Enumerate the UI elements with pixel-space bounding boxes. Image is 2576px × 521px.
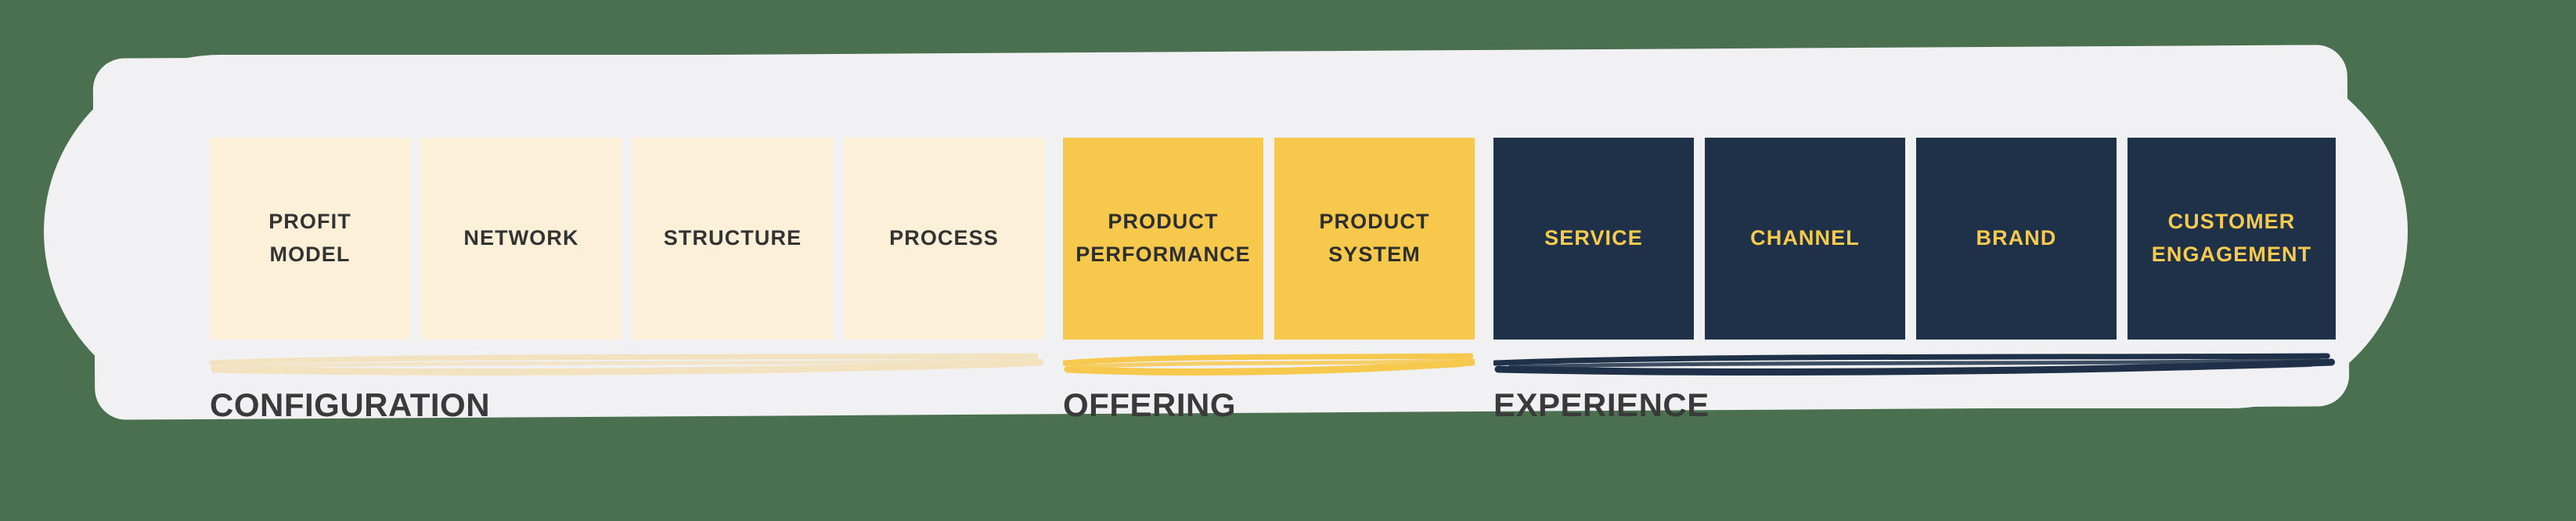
group-underline-stroke [1493,350,2336,382]
innovation-tile-label: PRODUCT PERFORMANCE [1075,210,1251,266]
innovation-tile[interactable]: PROFIT MODEL [210,138,410,340]
group-label: CONFIGURATION [210,386,491,423]
group-label: EXPERIENCE [1493,386,1710,423]
innovation-tile[interactable]: PRODUCT PERFORMANCE [1063,138,1263,340]
innovation-tile-label: PROFIT MODEL [268,210,351,266]
group-underline-stroke [1063,350,1475,382]
group-label: OFFERING [1063,386,1236,423]
innovation-tile-label: BRAND [1976,226,2057,250]
group-underline-stroke [210,350,1044,382]
innovation-tile[interactable]: SERVICE [1493,138,1694,340]
innovation-tile[interactable]: PROCESS [844,138,1044,340]
innovation-tile-label: CHANNEL [1750,226,1860,250]
innovation-tile[interactable]: STRUCTURE [632,138,833,340]
innovation-tile-label: PRODUCT SYSTEM [1319,210,1430,266]
innovation-tile[interactable]: CUSTOMER ENGAGEMENT [2127,138,2336,340]
innovation-tile-label: NETWORK [463,226,579,250]
innovation-tile-label: CUSTOMER ENGAGEMENT [2151,210,2312,266]
innovation-tile[interactable]: PRODUCT SYSTEM [1274,138,1475,340]
innovation-tile[interactable]: BRAND [1916,138,2117,340]
innovation-tile[interactable]: NETWORK [421,138,621,340]
innovation-tile[interactable]: CHANNEL [1705,138,1905,340]
innovation-tile-label: SERVICE [1544,226,1643,250]
innovation-tile-label: STRUCTURE [663,226,802,250]
innovation-tile-label: PROCESS [889,226,999,250]
